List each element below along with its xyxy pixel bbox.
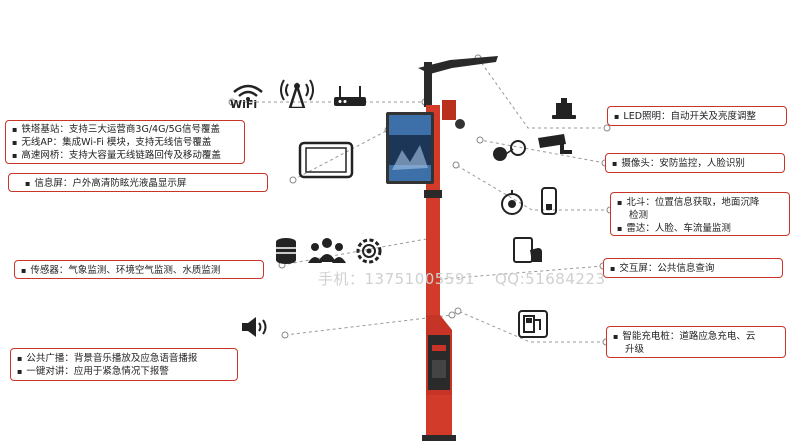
touch-screen-icon [512,236,548,270]
box-charger: 智能充电桩：道路应急充电、云 升级 [606,326,786,358]
watermark-qq: QQ:51684223 [494,270,606,288]
box-camera: 摄像头：安防监控，人脸识别 [605,153,785,173]
box-beidou-line: 检测 [629,210,649,221]
box-tower-line: 高速网桥：支持大容量无线链路回传及移动覆盖 [12,149,238,162]
box-beidou: 北斗：位置信息获取，地面沉降 检测 雷达：人脸、车流量监测 [610,192,790,236]
router-icon [332,84,368,112]
box-screen: 信息屏：户外高清防眩光液晶显示屏 [8,173,268,192]
signal-tower-icon [280,74,314,112]
box-tower-line: 无线AP：集成Wi-Fi 模块，支持无线信号覆盖 [12,136,238,149]
box-interactive: 交互屏：公共信息查询 [603,258,783,278]
connector-sensor [281,237,433,266]
gear-icon [354,236,384,270]
cctv-camera-icon [534,132,574,162]
connector-charger [457,310,606,343]
people-icon [308,236,346,268]
beidou-device-icon [500,186,562,222]
connector-broadcast [284,314,453,336]
box-tower: 铁塔基站：支持三大运营商3G/4G/5G信号覆盖 无线AP：集成Wi-Fi 模块… [5,120,245,164]
box-broadcast: 公共广播：背景音乐播放及应急语音播报 一键对讲：应用于紧急情况下报警 [10,348,238,381]
charger-icon [518,310,548,342]
lamp-arm [418,56,498,74]
box-sensor: 传感器：气象监测、环境空气监测、水质监测 [14,260,264,279]
connector-led [477,57,607,129]
box-broadcast-line: 一键对讲：应用于紧急情况下报警 [17,365,231,378]
box-screen-line: 信息屏：户外高清防眩光液晶显示屏 [15,177,261,190]
box-tower-line: 铁塔基站：支持三大运营商3G/4G/5G信号覆盖 [12,123,238,136]
sensor-unit-icon [274,237,298,269]
box-interactive-line: 交互屏：公共信息查询 [610,262,776,275]
connector-interactive [429,265,604,281]
wifi-label: WiFi [230,98,258,111]
watermark-phone: 手机：13751005591 [318,270,475,288]
wifi-icon: WiFi [228,82,268,112]
ceiling-lamp-icon [550,98,578,128]
box-beidou-line: 雷达：人脸、车流量监测 [617,222,783,235]
box-sensor-line: 传感器：气象监测、环境空气监测、水质监测 [21,264,257,277]
watermark: 手机：13751005591 QQ:51684223 [318,268,626,289]
radar-icon [492,138,526,168]
pole-base [422,435,456,441]
box-led: LED照明：自动开关及亮度调整 [607,106,787,126]
box-charger-line: 智能充电桩：道路应急充电、云 [613,330,779,343]
box-broadcast-line: 公共广播：背景音乐播放及应急语音播报 [17,352,231,365]
box-led-line: LED照明：自动开关及亮度调整 [614,110,780,123]
box-camera-line: 摄像头：安防监控，人脸识别 [612,157,778,170]
connector-beidou [455,164,610,211]
pole-top [424,62,432,107]
box-beidou-line: 北斗：位置信息获取，地面沉降 [617,196,783,209]
pole-main [426,185,440,315]
speaker-icon [240,316,270,342]
box-charger-line: 升级 [625,344,645,355]
tablet-screen-icon [298,141,354,183]
smart-pole [386,56,498,441]
camera-module [442,100,456,120]
